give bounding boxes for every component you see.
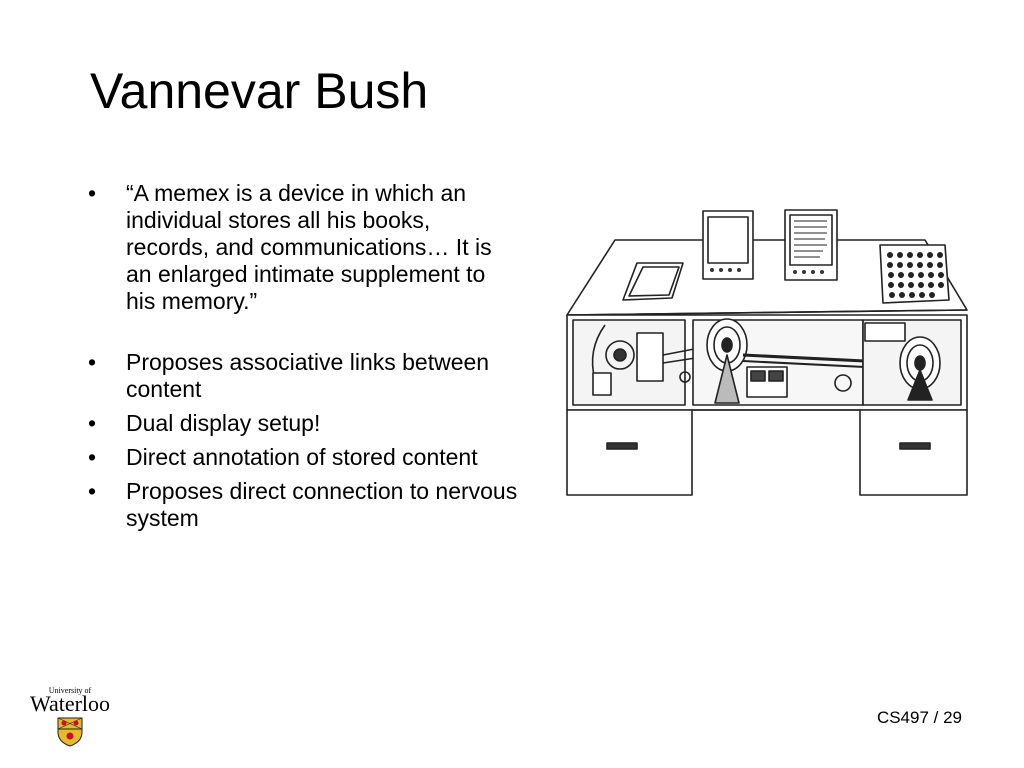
bullet-text: Direct annotation of stored content (126, 444, 478, 470)
bullet-item: • Proposes direct connection to nervous … (88, 478, 518, 532)
memex-desk-illustration (566, 209, 968, 496)
bullet-item: • Direct annotation of stored content (88, 444, 518, 471)
logo-wordmark: Waterloo (29, 691, 111, 716)
bullet-text: Dual display setup! (126, 410, 321, 436)
bullet-text: “A memex is a device in which an individ… (126, 180, 492, 314)
bullet-item: • Dual display setup! (88, 410, 518, 437)
slide-title: Vannevar Bush (90, 63, 429, 119)
bullet-item: • Proposes associative links between con… (88, 349, 518, 403)
university-logo: University of Waterloo (25, 686, 115, 748)
bullet-text: Proposes associative links between conte… (126, 349, 490, 402)
bullet-list: • “A memex is a device in which an indiv… (88, 180, 518, 532)
bullet-glyph: • (88, 180, 97, 206)
logo-small-text: University of (48, 686, 92, 695)
page-number: CS497 / 29 (876, 708, 962, 727)
bullet-glyph: • (88, 478, 97, 504)
bullet-text: Proposes direct connection to nervous sy… (126, 478, 518, 531)
bullet-glyph: • (88, 410, 97, 436)
bullet-glyph: • (88, 444, 97, 470)
bullet-item: • “A memex is a device in which an indiv… (88, 180, 518, 315)
bullet-glyph: • (88, 349, 97, 375)
waterloo-shield-icon (57, 717, 83, 747)
